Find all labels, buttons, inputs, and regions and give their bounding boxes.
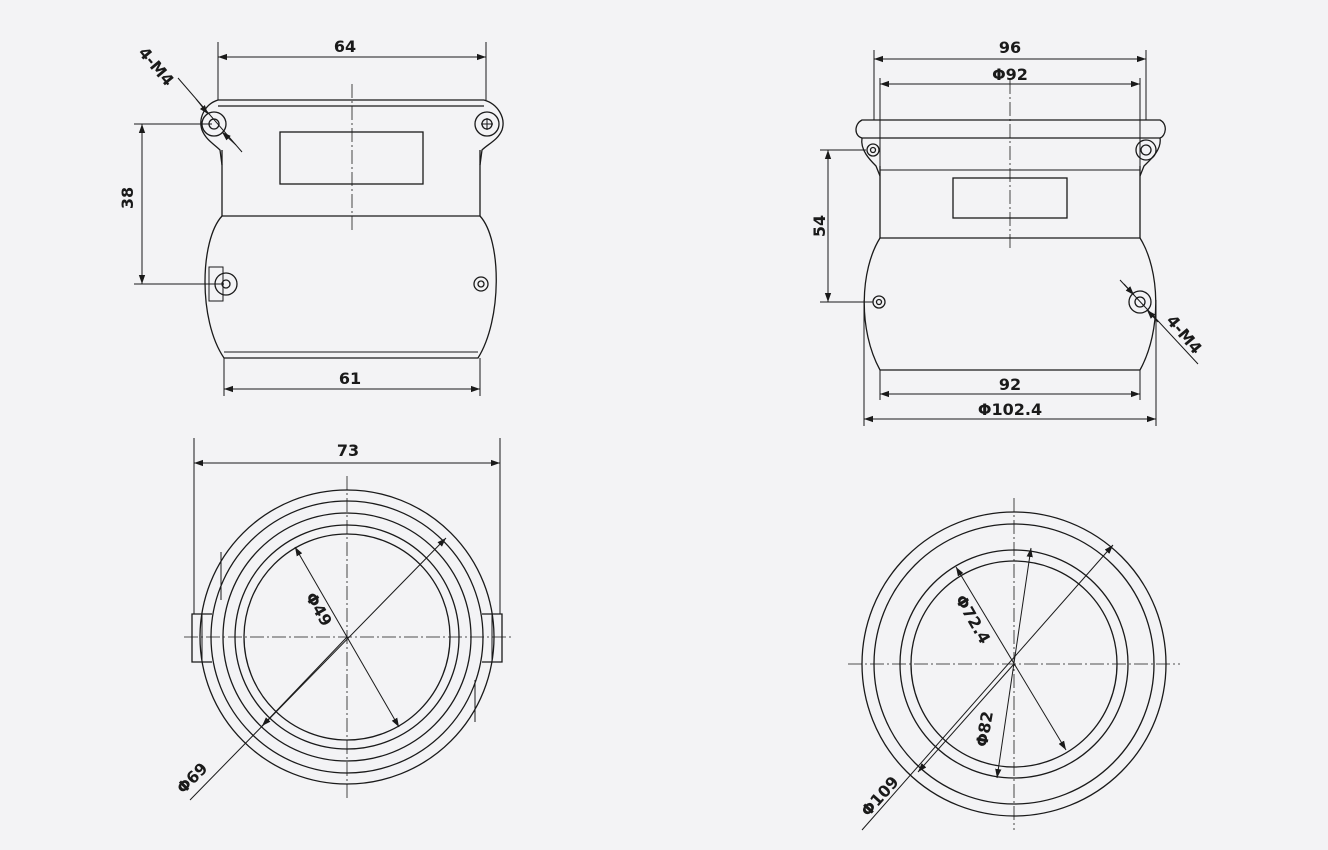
front-view-large: 96 Φ92 92 Φ102.4 54 4-M4	[810, 38, 1206, 426]
dim-phi69: Φ69	[173, 759, 212, 798]
dim-61: 61	[339, 369, 361, 388]
dim-92: 92	[999, 375, 1021, 394]
dim-54: 54	[810, 215, 829, 237]
dim-38: 38	[118, 187, 137, 209]
dim-phi82: Φ82	[972, 710, 997, 749]
dim-73: 73	[337, 441, 359, 460]
dim-phi49: Φ49	[302, 589, 336, 630]
front-view-small: 64 61 38 4-M4	[118, 37, 504, 396]
dim-phi92: Φ92	[992, 65, 1028, 84]
plan-view-large: Φ72.4 Φ82 Φ109	[848, 498, 1180, 831]
dim-96: 96	[999, 38, 1021, 57]
dim-64: 64	[334, 37, 356, 56]
thread-4m4-small: 4-M4	[135, 43, 178, 90]
plan-view-small: 73 Φ49 Φ69	[173, 438, 512, 801]
dim-phi109: Φ109	[857, 772, 903, 820]
dim-phi102-4: Φ102.4	[978, 400, 1042, 419]
thread-4m4-large: 4-M4	[1163, 311, 1206, 358]
